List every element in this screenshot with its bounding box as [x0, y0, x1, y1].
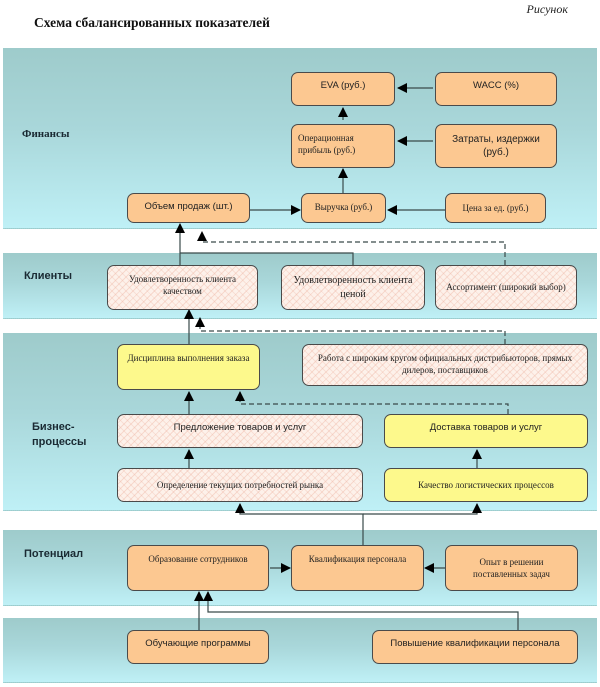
band-label-clients: Клиенты [24, 270, 73, 282]
node-revenue: Выручка (руб.) [301, 193, 386, 223]
node-distributors: Работа с широким кругом официальных дист… [302, 344, 588, 386]
node-wacc: WACC (%) [435, 72, 557, 106]
node-offer: Предложение товаров и услуг [117, 414, 363, 448]
node-sales-volume: Объем продаж (шт.) [127, 193, 250, 223]
node-training-programs: Обучающие программы [127, 630, 269, 664]
node-market-needs: Определение текущих потребностей рынка [117, 468, 363, 502]
node-logistics: Качество логистических процессов [384, 468, 588, 502]
band-label-finance: Финансы [22, 128, 70, 140]
node-satisfaction-price: Удовлетворенность клиента ценой [281, 265, 425, 310]
node-qualification: Квалификация персонала [291, 545, 424, 591]
node-unit-price: Цена за ед. (руб.) [445, 193, 546, 223]
band-label-potential: Потенциал [24, 548, 84, 560]
node-eva: EVA (руб.) [291, 72, 395, 106]
node-upskilling: Повышение квалификации персонала [372, 630, 578, 664]
node-order-discipline: Дисциплина выполнения заказа [117, 344, 260, 390]
node-delivery: Доставка товаров и услуг [384, 414, 588, 448]
node-operating-profit: Операционная прибыль (руб.) [291, 124, 395, 168]
band-label-business: Бизнес- процессы [32, 421, 87, 448]
node-experience: Опыт в решении поставленных задач [445, 545, 578, 591]
node-education: Образование сотрудников [127, 545, 269, 591]
node-costs: Затраты, издержки (руб.) [435, 124, 557, 168]
node-satisfaction-quality: Удовлетворенность клиента качеством [107, 265, 258, 310]
node-assortment: Ассортимент (широкий выбор) [435, 265, 577, 310]
figure-caption: Рисунок [526, 2, 568, 16]
diagram-title: Схема сбалансированных показателей [34, 15, 270, 30]
